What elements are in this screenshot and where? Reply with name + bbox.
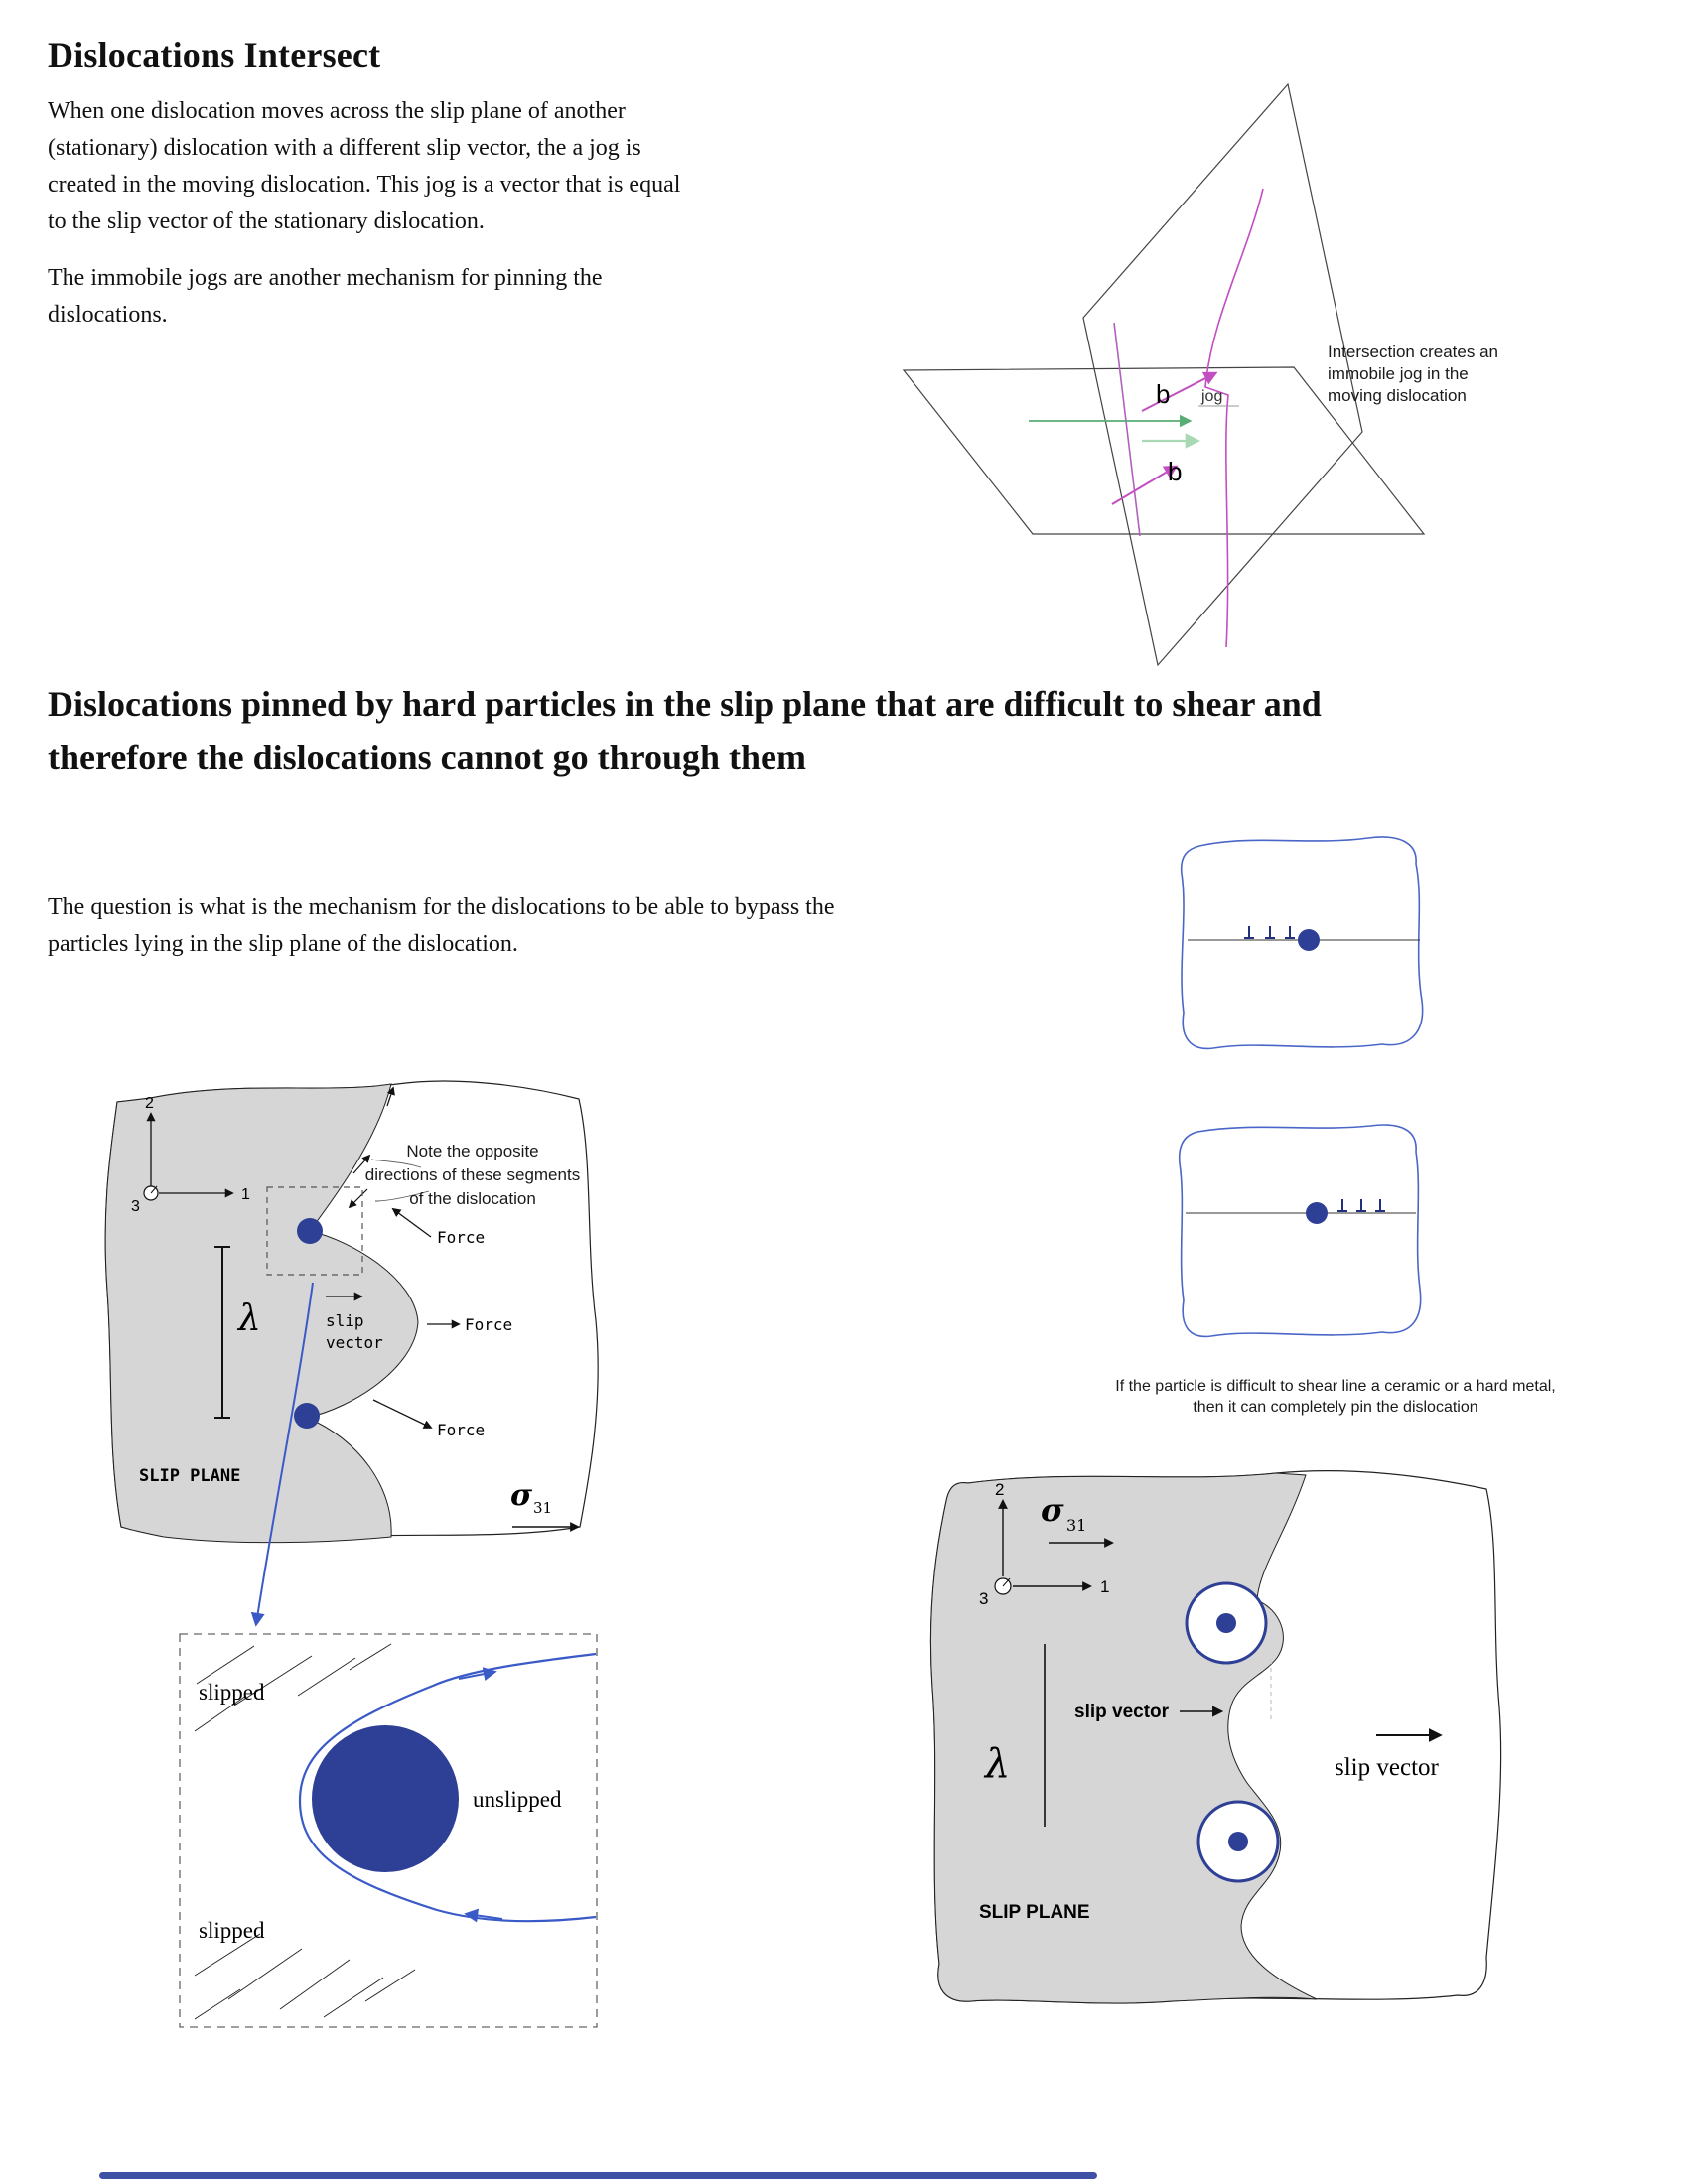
axis-label-2b: 2 [995,1480,1004,1499]
b-label-upper: b [1156,379,1170,409]
sigma-subscript: 31 [533,1499,552,1517]
slip-vector-label-1: slip [326,1311,364,1330]
sigma-label-2: σ [1041,1491,1064,1529]
slip-plane-label-2: SLIP PLANE [979,1902,1090,1923]
slipped-region [104,1083,419,1544]
axis-origin-tick-2 [1002,1577,1011,1587]
intersect-paragraph-2: The immobile jogs are another mechanism … [48,265,603,328]
note-leader-2 [374,1190,430,1202]
sigma-subscript-2: 31 [1066,1516,1086,1535]
segment-arrow-up [352,1154,371,1174]
burgers-vector-arrow-lower [1111,465,1179,505]
axis-label-3b: 3 [979,1589,988,1608]
panels-caption: If the particle is difficult to shear li… [1115,1378,1556,1416]
lambda-label: λ [236,1298,261,1339]
note-annotation: Note the opposite directions of these se… [364,1142,581,1208]
intersect-diagram: b b jog [902,82,1426,667]
slipped-label-bottom: slipped [199,1918,265,1943]
section1-title: Dislocations Intersect [48,35,381,74]
section2-paragraph: The question is what is the mechanism fo… [48,894,835,957]
jog-label: jog [1200,388,1222,405]
slipped-label-top: slipped [199,1680,265,1705]
force-label-2: Force [465,1315,512,1334]
lambda-label-2: λ [983,1741,1010,1787]
b-label-lower: b [1168,457,1182,486]
zoom-box [179,1633,598,2028]
sigma-label: σ [510,1478,533,1513]
moving-dislocation-curve [1204,188,1264,648]
curve-arrow-bottom [464,1908,503,1923]
panel-1-dislocation-symbols [1244,926,1295,939]
unslipped-label: unslipped [473,1787,562,1812]
axis-label-1: 1 [241,1186,250,1203]
slip-plane-horizontal [902,366,1426,535]
axis-label-1b: 1 [1100,1577,1109,1596]
bowing-diagram: 2 1 3 λ slip vector Force Force Force SL… [104,1080,599,2028]
particle-1-core [1216,1613,1236,1633]
hatch-marks [194,1643,416,2020]
next-page-edge [99,2172,1097,2179]
top-edge-arrow [386,1086,395,1107]
force-arrow-3 [372,1399,433,1429]
particle-2-core [1228,1832,1248,1851]
pinning-particle-bottom [294,1403,320,1429]
zoom-connector-arrow [250,1282,314,1627]
slip-plane-label: SLIP PLANE [139,1466,240,1486]
curve-arrow-top [458,1667,497,1682]
orowan-diagram: 2 1 3 σ 31 λ slip vector slip vector SLI… [929,1470,1502,2004]
intersect-paragraph-1: When one dislocation moves across the sl… [48,98,681,234]
section2-title: Dislocations pinned by hard particles in… [48,684,1322,777]
panel-2-outline [1178,1124,1422,1338]
slip-plane-vertical [1082,82,1363,667]
pinning-panels [1178,836,1424,1338]
particle-zoom-rect [266,1186,363,1276]
force-arrow-1 [391,1207,432,1238]
axis-label-3: 3 [131,1198,140,1215]
panel-2-dislocation-symbols [1337,1199,1385,1212]
segment-arrow-down [348,1188,368,1209]
burgers-vector-arrow-upper [1141,371,1218,412]
force-label-1: Force [437,1228,485,1247]
force-label-3: Force [437,1421,485,1439]
lambda-extent-line [214,1246,230,1419]
intersect-annotation: Intersection creates an immobile jog in … [1328,342,1498,405]
obstacle-particle [312,1725,459,1872]
panel-1-particle [1298,929,1320,951]
slip-vector-label-inner: slip vector [1074,1702,1170,1722]
slip-vector-label-outer: slip vector [1335,1754,1440,1781]
pinning-particle-top [297,1218,323,1244]
stationary-dislocation-line [1113,322,1141,537]
axis-origin-tick [150,1185,158,1194]
panel-2-particle [1306,1202,1328,1224]
axis-label-2: 2 [145,1095,154,1112]
slip-vector-label-2: vector [326,1333,383,1352]
note-leader-1 [370,1159,422,1168]
